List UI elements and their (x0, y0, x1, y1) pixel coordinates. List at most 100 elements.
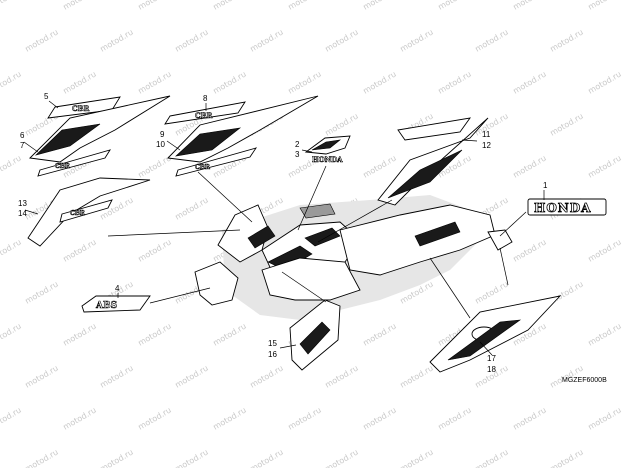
watermark-text: motod.ru (587, 322, 623, 348)
watermark-text: motod.ru (174, 28, 210, 54)
watermark-text: motod.ru (512, 406, 548, 432)
watermark-text: motod.ru (587, 70, 623, 96)
watermark-text: motod.ru (399, 364, 435, 390)
watermark-text: motod.ru (174, 196, 210, 222)
watermark-text: motod.ru (137, 238, 173, 264)
watermark-text: motod.ru (62, 406, 98, 432)
callout-labels: 1 2 3 4 5 6 7 8 9 10 11 12 13 14 15 16 1… (18, 92, 548, 374)
watermark-text: motod.ru (212, 322, 248, 348)
callout-1: 1 (543, 181, 548, 190)
watermark-text: motod.ru (437, 70, 473, 96)
watermark-text: motod.ru (137, 406, 173, 432)
watermark-text: motod.ru (249, 448, 285, 468)
watermark-text: motod.ru (512, 154, 548, 180)
watermark-text: motod.ru (24, 448, 60, 468)
watermark-text: motod.ru (174, 448, 210, 468)
callout-9: 9 (160, 130, 165, 139)
watermark-text: motod.ru (287, 70, 323, 96)
watermark-text: motod.ru (587, 154, 623, 180)
watermark-text: motod.ru (249, 364, 285, 390)
callout-6: 6 (20, 131, 25, 140)
decal-7-text: CBR (55, 163, 71, 170)
watermark-text: motod.ru (474, 448, 510, 468)
watermark-text: motod.ru (0, 238, 23, 264)
watermark-text: motod.ru (287, 406, 323, 432)
watermark-text: motod.ru (324, 28, 360, 54)
watermark-text: motod.ru (474, 112, 510, 138)
abs-text: ABS (95, 301, 117, 311)
honda-logo-text: HONDA (534, 201, 591, 215)
watermark-text: motod.ru (62, 322, 98, 348)
watermark-text: motod.ru (62, 0, 98, 12)
callout-13: 13 (18, 199, 27, 208)
callout-11: 11 (482, 130, 491, 139)
watermark-text: motod.ru (287, 0, 323, 12)
watermark-text: motod.ru (549, 448, 585, 468)
watermark-text: motod.ru (324, 448, 360, 468)
watermark-text: motod.ru (0, 154, 23, 180)
decal-17-18 (429, 295, 562, 373)
motorcycle-body (194, 195, 513, 320)
watermark-text: motod.ru (174, 364, 210, 390)
watermark-text: motod.ru (99, 364, 135, 390)
decal-5-text: CBR (72, 104, 89, 113)
watermark-text: motod.ru (512, 0, 548, 12)
watermark-text: motod.ru (24, 28, 60, 54)
watermark-text: motod.ru (212, 0, 248, 12)
decal-2-3-wing-logo: HONDA (304, 135, 351, 164)
watermark-text: motod.ru (474, 280, 510, 306)
watermark-text: motod.ru (549, 112, 585, 138)
decal-6-7-wing: CBR (29, 95, 171, 177)
callout-12: 12 (482, 141, 491, 150)
watermark-text: motod.ru (0, 70, 23, 96)
watermark-text: motod.ru (399, 28, 435, 54)
watermark-text: motod.ru (99, 28, 135, 54)
callout-17: 17 (487, 354, 496, 363)
watermark-text: motod.ru (362, 406, 398, 432)
watermark-text: motod.ru (137, 70, 173, 96)
watermark-text: motod.ru (512, 238, 548, 264)
watermark-text: motod.ru (587, 406, 623, 432)
watermark-text: motod.ru (512, 70, 548, 96)
leader-lines (23, 100, 545, 356)
watermark-text: motod.ru (137, 154, 173, 180)
watermark-text: motod.ru (137, 322, 173, 348)
watermark-text: motod.ru (249, 28, 285, 54)
watermark-text: motod.ru (0, 406, 23, 432)
watermark-text: motod.ru (549, 28, 585, 54)
callout-8: 8 (203, 94, 208, 103)
watermark-text: motod.ru (437, 0, 473, 12)
watermark-text: motod.ru (62, 70, 98, 96)
callout-18: 18 (487, 365, 496, 374)
watermark-text: motod.ru (62, 238, 98, 264)
watermark-text: motod.ru (324, 364, 360, 390)
decal-9-10-wing: CBR (167, 95, 319, 177)
watermark-text: motod.ru (362, 70, 398, 96)
drawing-code: MGZEF6000B (562, 377, 607, 384)
callout-4: 4 (115, 284, 120, 293)
watermark-text: motod.ru (99, 448, 135, 468)
watermark-text: motod.ru (474, 28, 510, 54)
decal-1-honda-logo: HONDA (527, 198, 607, 216)
watermark-text: motod.ru (437, 406, 473, 432)
watermark-text: motod.ru (137, 0, 173, 12)
callout-10: 10 (156, 140, 165, 149)
watermark-text: motod.ru (212, 70, 248, 96)
watermark-text: motod.ru (399, 448, 435, 468)
watermark-text: motod.ru (362, 322, 398, 348)
decal-8-text: CBR (195, 111, 212, 120)
callout-15: 15 (268, 339, 277, 348)
callout-3: 3 (295, 150, 300, 159)
callout-2: 2 (295, 140, 300, 149)
decal-8-stripe: CBR (164, 101, 246, 125)
watermark-text: motod.ru (362, 154, 398, 180)
decal-15-16 (289, 299, 341, 371)
callout-16: 16 (268, 350, 277, 359)
watermark-text: motod.ru (587, 0, 623, 12)
watermark-text: motod.ru (212, 406, 248, 432)
decal-11-12-rear (377, 117, 489, 206)
decal-2-text: HONDA (312, 155, 343, 164)
decal-14-text: CBR (70, 210, 86, 217)
watermark-text: motod.ru (0, 0, 23, 12)
